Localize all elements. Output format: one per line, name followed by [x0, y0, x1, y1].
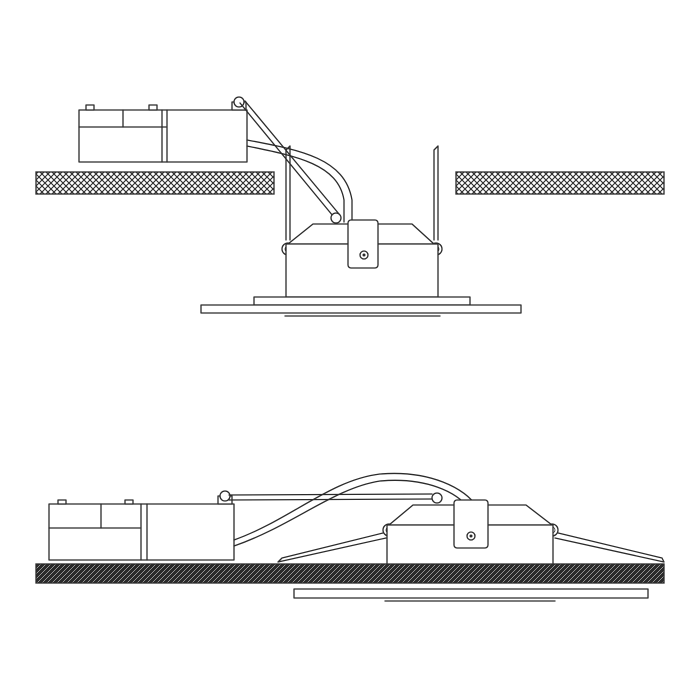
- terminal-bracket-installed: [453, 499, 489, 549]
- retaining-strap-installed: [228, 493, 433, 501]
- bezel-installed: [293, 588, 649, 602]
- view-installing: [35, 96, 665, 317]
- spring-clip-left: [281, 145, 295, 256]
- connection-cable: [246, 139, 353, 223]
- spring-clip-right-installed: [545, 523, 665, 563]
- driver-box-installed: [48, 490, 235, 561]
- driver-box: [78, 96, 248, 163]
- ceiling-left-section: [35, 171, 275, 195]
- spring-clip-left-installed: [277, 523, 396, 563]
- connection-cable-installed: [233, 472, 479, 541]
- ceiling-right-section: [455, 171, 665, 195]
- terminal-bracket: [347, 219, 379, 269]
- spring-clip-right: [429, 145, 443, 256]
- view-installed: [35, 472, 665, 602]
- ceiling-solid-section: [35, 563, 665, 584]
